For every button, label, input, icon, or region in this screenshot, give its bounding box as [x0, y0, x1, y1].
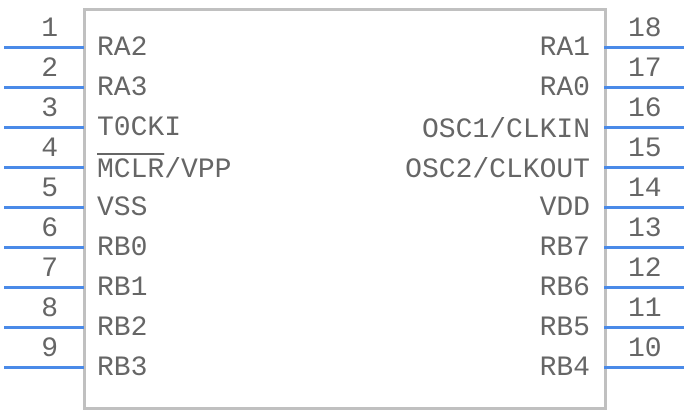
- pin-8-number: 8: [41, 294, 58, 325]
- pin-4-label: MCLR/VPP: [97, 157, 231, 185]
- pin-7-label: RB1: [97, 273, 148, 304]
- pin-2-number: 2: [41, 54, 58, 85]
- pin-16-label: OSC1/CLKIN: [421, 115, 590, 146]
- pin-17-label: RA0: [539, 73, 590, 104]
- pin-6-number: 6: [41, 214, 58, 245]
- pin-5-line: [4, 206, 84, 209]
- pin-5-number: 5: [41, 174, 58, 205]
- pin-13-line: [604, 246, 684, 249]
- pin-6-label: RB0: [97, 233, 148, 264]
- pin-11-number: 11: [628, 294, 662, 325]
- pin-1-line: [4, 46, 84, 49]
- pin-8-label: RB2: [97, 313, 148, 344]
- pin-3-line: [4, 126, 84, 129]
- pin-17-line: [604, 86, 684, 89]
- pin-18-label: RA1: [539, 33, 590, 64]
- pin-8-line: [4, 326, 84, 329]
- pin-12-number: 12: [628, 254, 662, 285]
- pin-5-label: VSS: [97, 193, 148, 224]
- pin-12-label: RB6: [539, 273, 590, 304]
- pin-16-line: [604, 126, 684, 129]
- pin-4-label-rest: /VPP: [164, 155, 232, 186]
- pin-14-line: [604, 206, 684, 209]
- pin-11-label: RB5: [539, 313, 590, 344]
- pin-9-label: RB3: [97, 353, 148, 384]
- pin-12-line: [604, 286, 684, 289]
- pin-11-line: [604, 326, 684, 329]
- pin-13-label: RB7: [539, 233, 590, 264]
- pin-4-overline-text: MCLR: [97, 155, 165, 186]
- pin-2-label: RA3: [97, 73, 148, 104]
- pin-7-line: [4, 286, 84, 289]
- pin-13-number: 13: [628, 214, 662, 245]
- pin-15-line: [604, 166, 684, 169]
- pin-7-number: 7: [41, 254, 58, 285]
- pin-2-line: [4, 86, 84, 89]
- pin-4-line: [4, 166, 84, 169]
- pin-18-line: [604, 46, 684, 49]
- pin-3-label: T0CKI: [97, 113, 182, 144]
- ic-body: [83, 8, 607, 410]
- pin-15-label: OSC2/CLKOUT: [405, 155, 590, 186]
- pin-15-number: 15: [628, 134, 662, 165]
- pin-1-label: RA2: [97, 33, 148, 64]
- pin-3-number: 3: [41, 94, 58, 125]
- pin-17-number: 17: [628, 54, 662, 85]
- pin-10-label: RB4: [539, 353, 590, 384]
- pin-9-line: [4, 366, 84, 369]
- pin-14-label: VDD: [539, 193, 590, 224]
- pin-16-number: 16: [628, 94, 662, 125]
- pin-4-number: 4: [41, 134, 58, 165]
- pin-6-line: [4, 246, 84, 249]
- pin-9-number: 9: [41, 334, 58, 365]
- pin-18-number: 18: [628, 14, 662, 45]
- pin-10-number: 10: [628, 334, 662, 365]
- pin-14-number: 14: [628, 174, 662, 205]
- pin-1-number: 1: [41, 14, 58, 45]
- pin-10-line: [604, 366, 684, 369]
